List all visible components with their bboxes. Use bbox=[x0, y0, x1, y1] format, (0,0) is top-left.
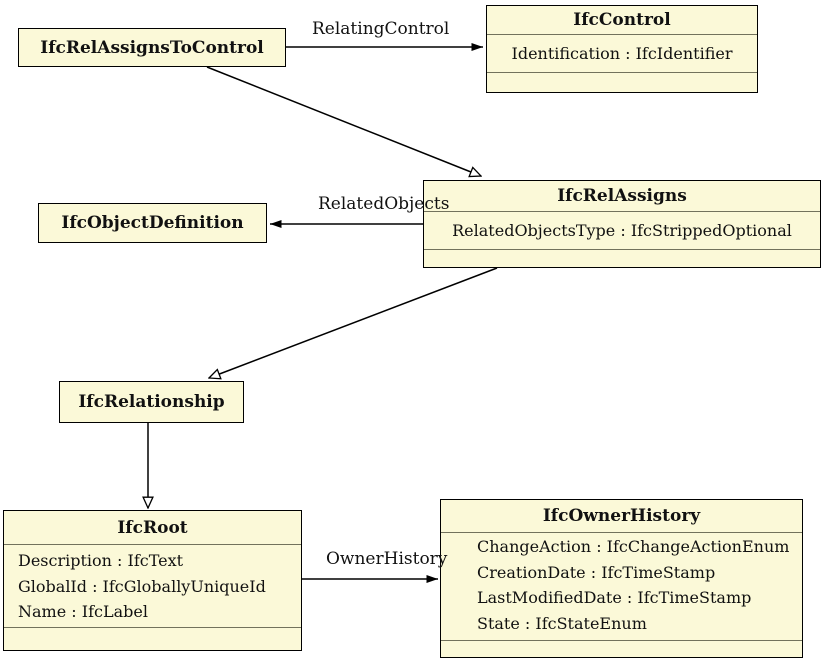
class-attributes: Description : IfcText GlobalId : IfcGlob… bbox=[4, 544, 301, 627]
class-title: IfcRoot bbox=[117, 517, 188, 538]
attribute: RelatedObjectsType : IfcStrippedOptional bbox=[452, 220, 792, 240]
class-box-ifcownerhistory[interactable]: IfcOwnerHistory ChangeAction : IfcChange… bbox=[440, 499, 803, 658]
edge-generalization-relassignstocontrol-relassigns bbox=[206, 66, 481, 176]
attribute: CreationDate : IfcTimeStamp bbox=[477, 562, 716, 582]
class-box-ifcrelassignstocontrol[interactable]: IfcRelAssignsToControl bbox=[18, 28, 286, 67]
edge-label-relatedobjects: RelatedObjects bbox=[318, 194, 450, 214]
class-operations-empty bbox=[424, 249, 820, 267]
class-attributes: Identification : IfcIdentifier bbox=[487, 34, 757, 72]
class-box-ifccontrol[interactable]: IfcControl Identification : IfcIdentifie… bbox=[486, 5, 758, 93]
class-box-ifcrelassigns[interactable]: IfcRelAssigns RelatedObjectsType : IfcSt… bbox=[423, 180, 821, 268]
class-title: IfcRelAssigns bbox=[557, 186, 687, 206]
class-title: IfcObjectDefinition bbox=[61, 213, 244, 233]
class-box-ifcroot[interactable]: IfcRoot Description : IfcText GlobalId :… bbox=[3, 510, 302, 651]
class-box-ifcobjectdefinition[interactable]: IfcObjectDefinition bbox=[38, 203, 267, 243]
attribute: LastModifiedDate : IfcTimeStamp bbox=[477, 588, 752, 607]
attribute: GlobalId : IfcGloballyUniqueId bbox=[18, 576, 266, 596]
class-attributes: ChangeAction : IfcChangeActionEnum Creat… bbox=[441, 532, 802, 640]
class-title: IfcOwnerHistory bbox=[542, 506, 701, 526]
class-attributes: RelatedObjectsType : IfcStrippedOptional bbox=[424, 211, 820, 249]
edge-label-ownerhistory: OwnerHistory bbox=[326, 549, 448, 569]
attribute: Name : IfcLabel bbox=[18, 602, 148, 621]
class-title: IfcControl bbox=[573, 10, 671, 30]
attribute: State : IfcStateEnum bbox=[477, 613, 647, 633]
edge-generalization-relassigns-relationship bbox=[209, 267, 498, 378]
attribute: Identification : IfcIdentifier bbox=[511, 43, 733, 63]
edge-label-relatingcontrol: RelatingControl bbox=[312, 19, 450, 39]
attribute: Description : IfcText bbox=[18, 551, 184, 570]
class-operations-empty bbox=[441, 640, 802, 657]
class-box-ifcrelationship[interactable]: IfcRelationship bbox=[59, 381, 244, 423]
attribute: ChangeAction : IfcChangeActionEnum bbox=[477, 537, 790, 556]
class-title: IfcRelAssignsToControl bbox=[40, 37, 264, 58]
class-title: IfcRelationship bbox=[78, 392, 225, 412]
class-operations-empty bbox=[487, 72, 757, 92]
class-operations-empty bbox=[4, 627, 301, 650]
